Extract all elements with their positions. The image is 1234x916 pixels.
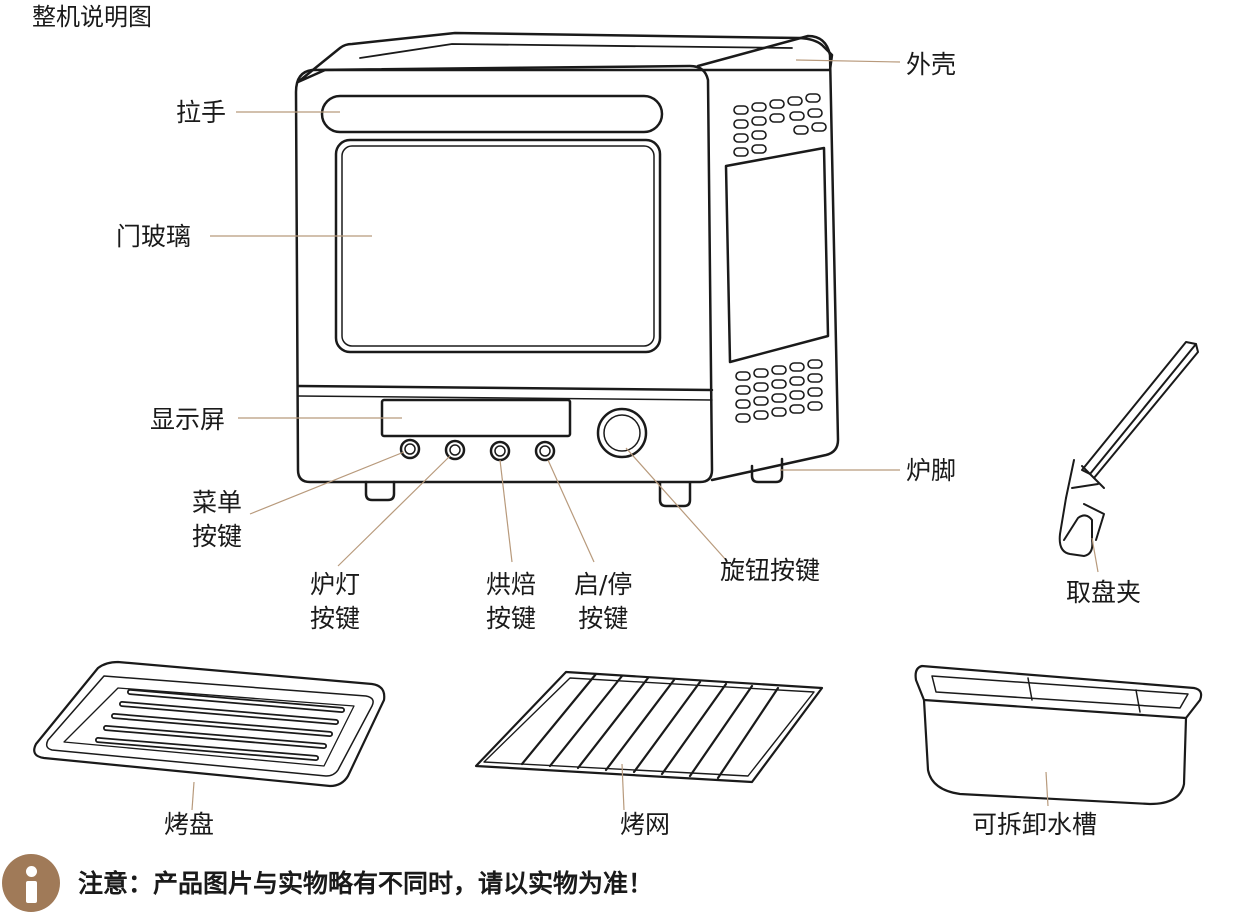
label-shell: 外壳	[906, 50, 957, 79]
label-start-key-line2: 按键	[578, 604, 629, 633]
label-display: 显示屏	[150, 405, 226, 434]
label-knob-key: 旋钮按键	[720, 556, 821, 585]
oven-body	[294, 31, 840, 508]
label-light-key-line2: 按键	[310, 604, 361, 633]
notice-text: 注意：产品图片与实物略有不同时，请以实物为准！	[78, 869, 654, 898]
label-bake-key: 烘焙 按键	[486, 568, 536, 636]
baking-tray-art	[33, 660, 386, 788]
label-feet: 炉脚	[906, 456, 957, 485]
label-start-key-line1: 启/停	[574, 570, 633, 599]
info-icon	[2, 854, 60, 912]
label-door-glass: 门玻璃	[116, 222, 192, 251]
label-start-key: 启/停 按键	[574, 568, 632, 636]
label-baking-tray: 烤盘	[164, 810, 215, 839]
label-tray-clip: 取盘夹	[1066, 578, 1142, 607]
grill-rack-art	[474, 670, 824, 784]
label-bake-key-line1: 烘焙	[486, 570, 537, 599]
label-menu-key-line2: 按键	[192, 522, 243, 551]
label-grill-rack: 烤网	[620, 810, 671, 839]
tray-clip-art	[1058, 341, 1199, 557]
label-menu-key: 菜单 按键	[192, 486, 242, 554]
leader-lines	[191, 59, 1099, 811]
label-menu-key-line1: 菜单	[192, 488, 243, 517]
diagram-title: 整机说明图	[32, 3, 152, 31]
label-water-tank: 可拆卸水槽	[972, 810, 1098, 839]
label-light-key-line1: 炉灯	[310, 570, 361, 599]
label-handle: 拉手	[176, 98, 227, 127]
notice-bar: 注意：产品图片与实物略有不同时，请以实物为准！	[0, 850, 1234, 916]
label-bake-key-line2: 按键	[486, 604, 537, 633]
water-tank-art	[914, 664, 1203, 806]
label-light-key: 炉灯 按键	[310, 568, 360, 636]
